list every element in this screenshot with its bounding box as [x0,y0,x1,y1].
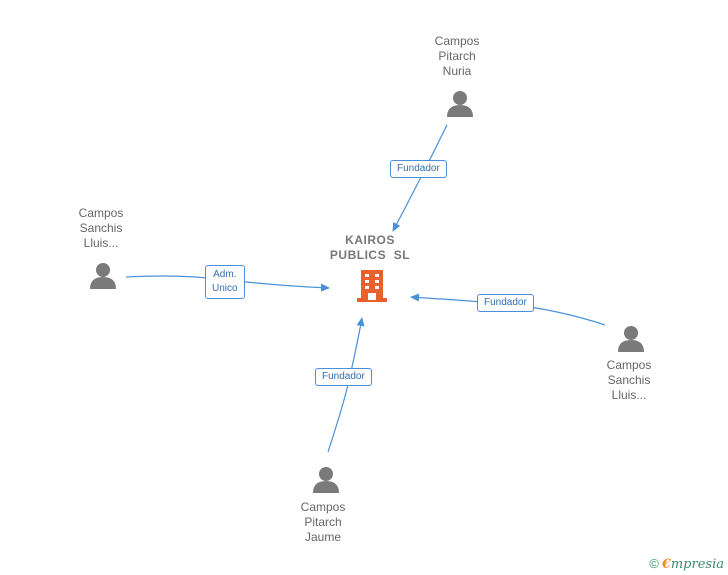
brand-initial: € [661,557,671,572]
person-name-line: Pitarch [304,515,342,529]
person-name-line: Campos [434,34,480,48]
person-name-line: Nuria [442,64,472,78]
role-label-line: Unico [212,283,238,294]
brand-footer[interactable]: ©€mpresia [649,556,724,572]
role-label[interactable]: Fundador [315,368,372,386]
role-label[interactable]: Fundador [477,294,534,312]
person-name-line: Campos [78,206,124,220]
person-icon[interactable] [90,263,116,289]
role-label-line: Adm. [213,269,237,280]
brand-logo: €mpresia [662,557,724,572]
role-label-line: Fundador [484,297,527,308]
person-label[interactable]: Campos Sanchis Lluis... [41,206,161,251]
person-label[interactable]: Campos Pitarch Nuria [397,34,517,79]
building-icon[interactable] [357,270,387,302]
copyright-icon: © [649,556,659,571]
person-icon[interactable] [618,326,644,352]
company-name[interactable]: KAIROS PUBLICS SL [300,233,440,263]
person-icon[interactable] [447,91,473,117]
person-name-line: Sanchis [79,221,123,235]
company-name-line: PUBLICS SL [329,248,411,262]
role-label[interactable]: Adm. Unico [205,265,245,299]
role-label-line: Fundador [322,371,365,382]
company-name-line: KAIROS [345,233,395,247]
person-name-line: Pitarch [438,49,476,63]
person-name-line: Lluis... [83,236,119,250]
edge-p1-company [392,124,448,232]
person-name-line: Sanchis [607,373,651,387]
brand-name: mpresia [670,557,724,572]
role-label[interactable]: Fundador [390,160,447,178]
person-name-line: Jaume [304,530,342,544]
person-label[interactable]: Campos Sanchis Lluis... [569,358,689,403]
person-icon[interactable] [313,467,339,493]
person-name-line: Campos [606,358,652,372]
person-name-line: Lluis... [611,388,647,402]
role-label-line: Fundador [397,163,440,174]
person-label[interactable]: Campos Pitarch Jaume [263,500,383,545]
person-name-line: Campos [300,500,346,514]
